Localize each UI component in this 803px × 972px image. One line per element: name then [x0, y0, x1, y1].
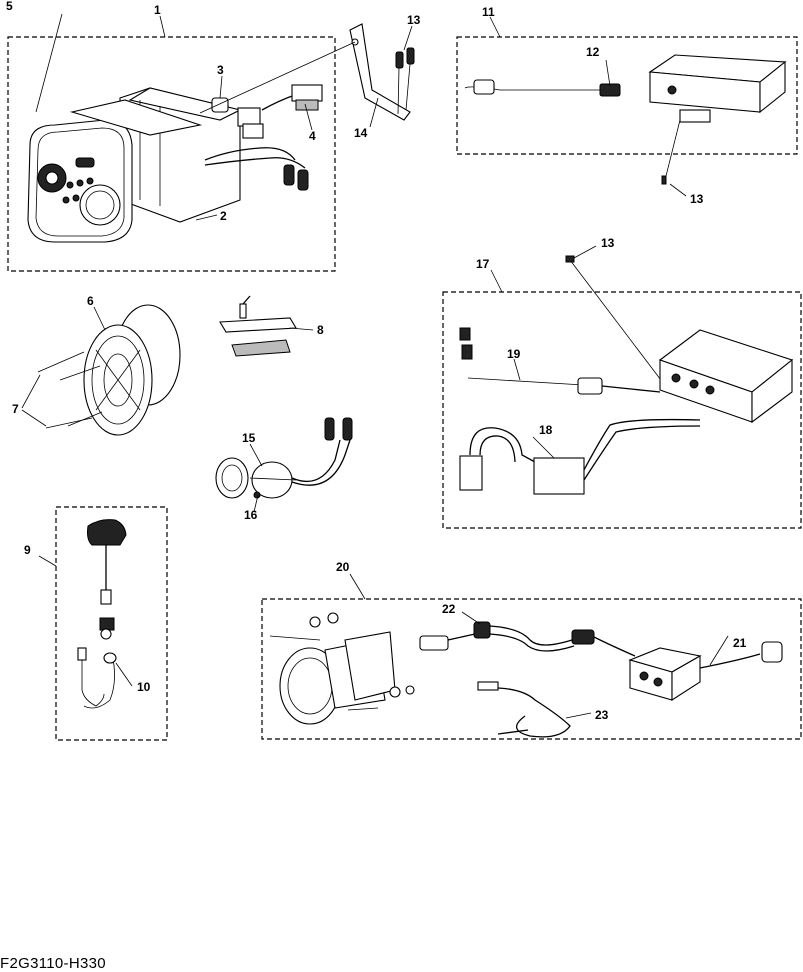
- callout-11: 11: [482, 5, 495, 19]
- callout-3: 3: [217, 63, 224, 77]
- callout-13-top: 13: [407, 13, 421, 27]
- callout-4: 4: [309, 129, 316, 143]
- callout-20: 20: [336, 560, 350, 574]
- group-box-1: [7, 36, 336, 272]
- speaker-6: [37, 304, 181, 436]
- mounting-bracket: [199, 23, 415, 121]
- group-box-17: [442, 291, 802, 529]
- stereo-head-unit: [27, 84, 323, 243]
- callout-2: 2: [220, 209, 227, 223]
- callout-18: 18: [539, 423, 553, 437]
- callout-12: 12: [586, 45, 600, 59]
- callout-13-right: 13: [690, 192, 704, 206]
- leader-lines: [21, 13, 729, 719]
- gauge-15: [215, 417, 353, 499]
- callout-15: 15: [242, 431, 256, 445]
- amplifier-module-17: [459, 255, 794, 495]
- amplifier-module-11: [464, 54, 787, 185]
- callout-17: 17: [476, 257, 490, 271]
- callout-22: 22: [442, 602, 456, 616]
- figure-code: F2G3110-H330: [0, 955, 106, 972]
- group-box-11: [456, 36, 798, 155]
- transducer-20: [269, 612, 783, 738]
- callout-19: 19: [507, 347, 521, 361]
- antenna-9: [77, 519, 127, 709]
- callout-7: 7: [12, 402, 19, 416]
- callout-13-mid: 13: [601, 236, 615, 250]
- callout-23: 23: [595, 708, 609, 722]
- group-box-20: [261, 598, 802, 740]
- callout-14: 14: [354, 126, 368, 140]
- callout-16: 16: [244, 508, 258, 522]
- callout-1: 1: [154, 3, 161, 17]
- callout-10: 10: [137, 680, 151, 694]
- callout-5: 5: [6, 0, 13, 13]
- callout-8: 8: [317, 323, 324, 337]
- group-box-9: [55, 506, 168, 741]
- callout-numbers: 5 1 3 4 2 13 14 11 12 13 6 8 7 15 16 13 …: [6, 0, 747, 722]
- part-8-strip: [219, 295, 297, 357]
- callout-9: 9: [24, 543, 31, 557]
- callout-6: 6: [87, 294, 94, 308]
- callout-21: 21: [733, 636, 747, 650]
